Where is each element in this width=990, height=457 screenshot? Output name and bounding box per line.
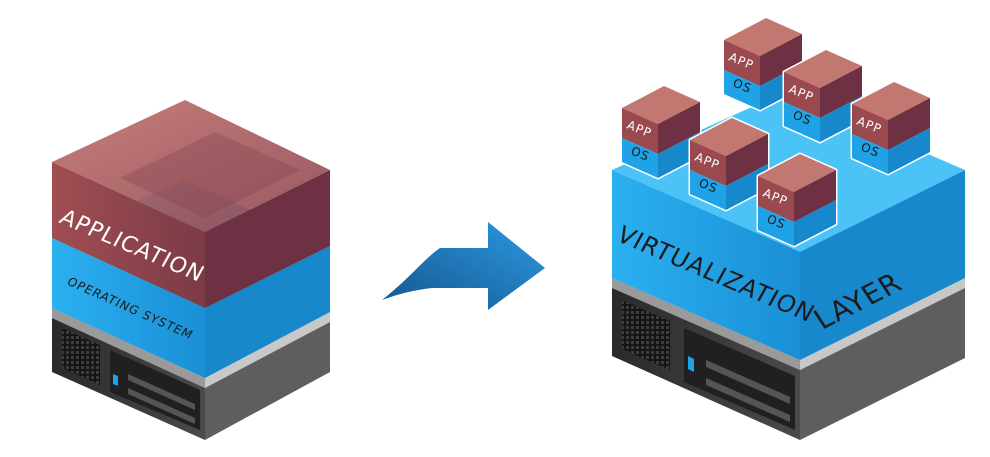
transition-arrow <box>382 222 545 310</box>
vm-os-label: OS <box>629 144 652 164</box>
vm-os-label: OS <box>697 176 720 196</box>
application-layer-left: APPLICATION <box>52 100 330 308</box>
vent-grill <box>622 300 670 370</box>
vm-os-label: OS <box>731 76 754 96</box>
vm-os-label: OS <box>791 108 814 128</box>
power-led <box>113 374 118 386</box>
vm-os-label: OS <box>765 212 788 232</box>
vent-grill <box>62 328 100 385</box>
vm-os-label: OS <box>859 140 882 160</box>
power-led <box>688 356 694 372</box>
